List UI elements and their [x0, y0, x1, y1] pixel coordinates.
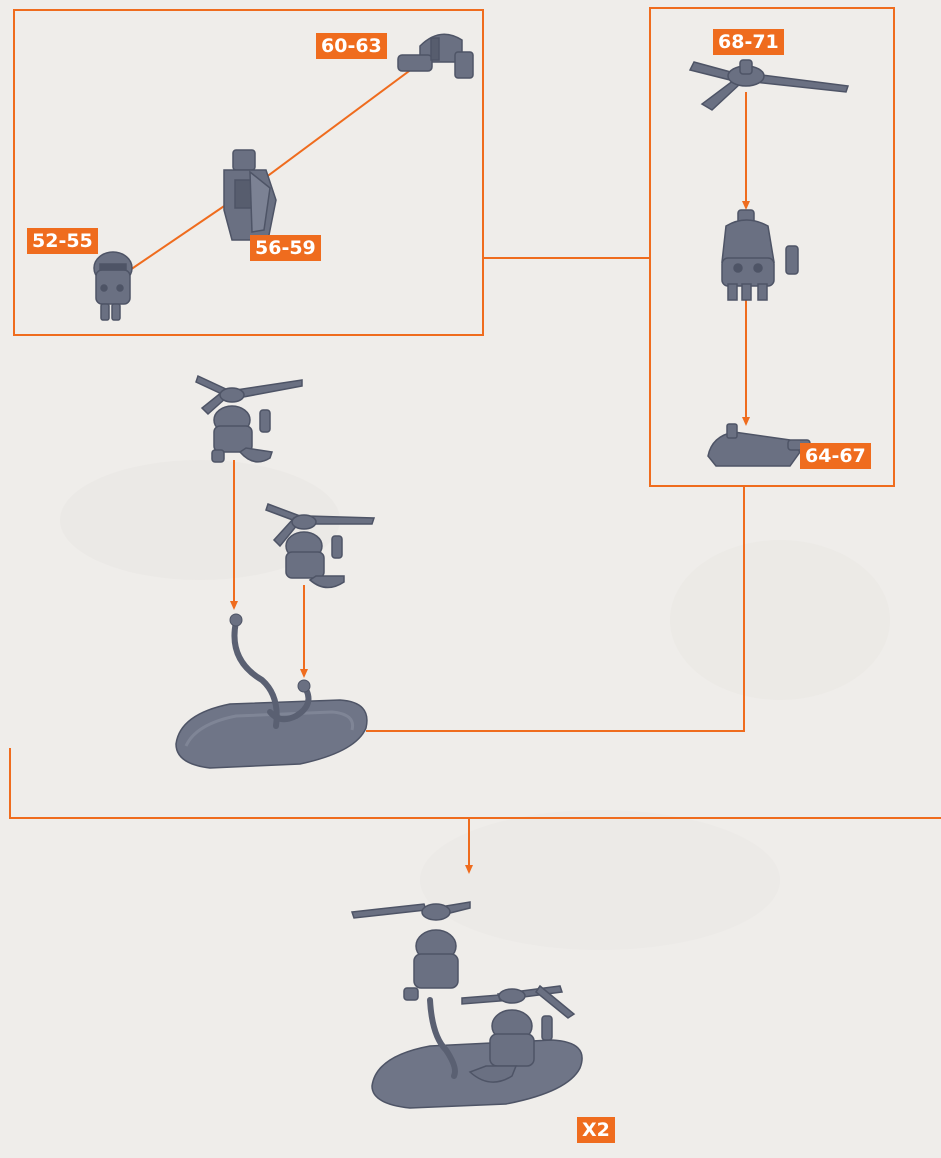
paper-texture: [60, 460, 890, 950]
label-part-56-59: 56-59: [250, 235, 321, 261]
part-rotor-68-71: [690, 60, 848, 110]
part-head-52-55: [94, 252, 132, 320]
part-pilot-body: [722, 210, 798, 300]
part-hand-60-63: [398, 34, 473, 78]
model-a-assembled: [196, 376, 302, 462]
label-quantity: X2: [577, 1117, 615, 1143]
label-part-52-55: 52-55: [27, 228, 98, 254]
arrow-56-to-60: [242, 57, 428, 195]
label-part-64-67: 64-67: [800, 443, 871, 469]
part-torso-56-59: [224, 150, 276, 240]
arrow-52-to-56: [130, 198, 236, 270]
connector-bottom: [10, 748, 941, 818]
base-with-stems: [176, 614, 367, 768]
label-part-68-71: 68-71: [713, 29, 784, 55]
part-legs-64-67: [708, 424, 810, 466]
label-part-60-63: 60-63: [316, 33, 387, 59]
